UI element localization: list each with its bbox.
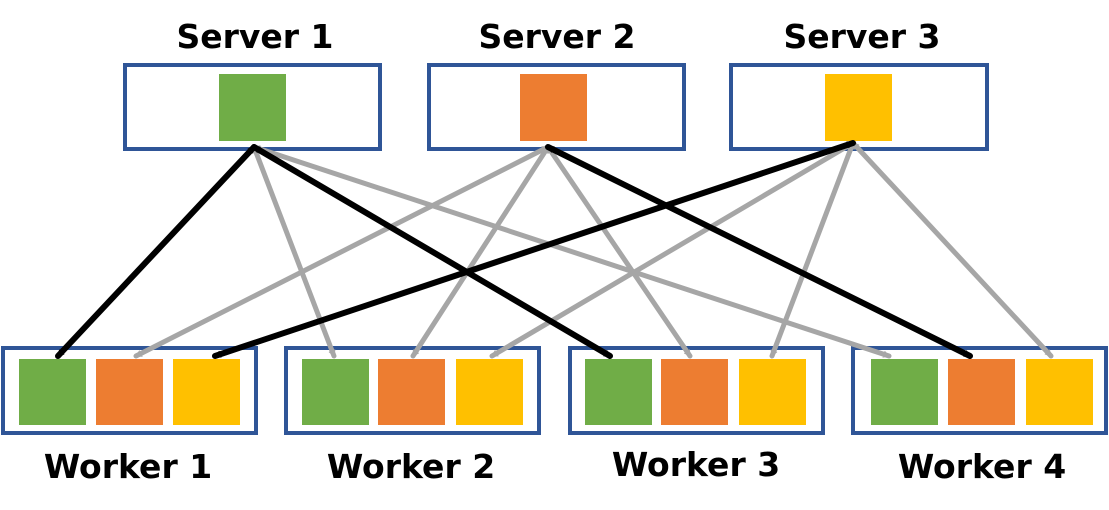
worker-4-shard-yellow bbox=[1026, 359, 1093, 425]
server-2-shard bbox=[520, 74, 587, 141]
server-2: Server 2 bbox=[427, 17, 686, 151]
worker-4: Worker 4 bbox=[851, 346, 1108, 486]
server-1: Server 1 bbox=[123, 17, 382, 151]
worker-1-shard-orange bbox=[96, 359, 163, 425]
server-1-shard bbox=[219, 74, 286, 141]
server-3: Server 3 bbox=[729, 17, 989, 151]
worker-2-shard-yellow bbox=[456, 359, 523, 425]
worker-1-shard-yellow bbox=[173, 359, 240, 425]
worker-4-label: Worker 4 bbox=[898, 447, 1066, 486]
link-server-1-worker-1-arrow bbox=[55, 144, 257, 359]
worker-4-shard-orange bbox=[948, 359, 1015, 425]
server-2-label: Server 2 bbox=[478, 17, 635, 56]
link-server-3-worker-4-arrow bbox=[850, 140, 1054, 359]
worker-3-label: Worker 3 bbox=[612, 445, 780, 484]
worker-3: Worker 3 bbox=[568, 346, 825, 484]
link-server-2-worker-4-arrow bbox=[545, 144, 973, 359]
server-3-label: Server 3 bbox=[783, 17, 940, 56]
worker-3-shard-yellow bbox=[739, 359, 806, 425]
worker-3-shard-green bbox=[585, 359, 652, 425]
link-server-1-worker-2-arrow bbox=[251, 144, 337, 359]
worker-2: Worker 2 bbox=[284, 346, 541, 486]
worker-1-shard-green bbox=[19, 359, 86, 425]
worker-2-shard-green bbox=[302, 359, 369, 425]
worker-2-label: Worker 2 bbox=[327, 447, 495, 486]
server-1-label: Server 1 bbox=[176, 17, 333, 56]
worker-2-shard-orange bbox=[378, 359, 445, 425]
link-server-3-worker-3-arrow bbox=[769, 140, 856, 359]
server-3-shard bbox=[825, 74, 892, 141]
worker-1: Worker 1 bbox=[1, 346, 258, 486]
worker-1-label: Worker 1 bbox=[44, 447, 212, 486]
worker-4-shard-green bbox=[871, 359, 938, 425]
arrows bbox=[55, 140, 1054, 359]
worker-3-shard-orange bbox=[661, 359, 728, 425]
